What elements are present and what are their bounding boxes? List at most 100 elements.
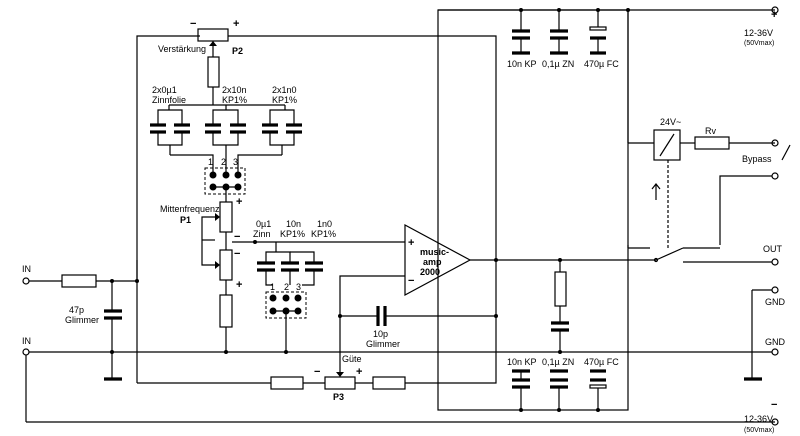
top-jumper-block (204, 167, 246, 195)
label-dec-top-0u1: 0,1µ ZN (542, 59, 574, 69)
label-supply-neg-max: (50Vmax) (744, 427, 774, 434)
output-resistor (554, 271, 567, 307)
supply-neg-terminal (771, 418, 779, 426)
label-supply-pos: 12-36V (744, 28, 773, 38)
label-zinnfolie: Zinnfolie (152, 95, 186, 105)
label-dec-top-470u: 470µ FC (584, 59, 619, 69)
p2-potentiometer (197, 28, 229, 42)
cap-pair-zinnfolie (150, 105, 190, 155)
relay-coil (653, 129, 681, 161)
label-bypass: Bypass (742, 154, 772, 164)
opamp-minus: − (408, 275, 414, 287)
label-kp1-c: KP1% (280, 229, 305, 239)
amp-label-1: music- (420, 247, 449, 257)
p1-upper-minus: − (234, 231, 240, 243)
cap-pair-1n0 (262, 105, 302, 155)
p1-wiper-arrow (215, 213, 220, 221)
bypass-wire (719, 175, 772, 245)
wire (237, 154, 282, 175)
bottom-jumper-pins (269, 294, 302, 325)
supply-pos-sign: + (771, 9, 777, 21)
in-bottom-terminal (22, 348, 30, 356)
p1-upper-element (219, 201, 233, 233)
label-p1: P1 (180, 215, 191, 225)
supply-neg-sign: − (771, 399, 777, 411)
label-relay: 24V~ (660, 117, 681, 127)
sel-top-3: 3 (233, 157, 238, 167)
label-out: OUT (763, 244, 783, 254)
label-kp1-d: KP1% (311, 229, 336, 239)
decoupling-bottom (512, 369, 607, 412)
label-p2: P2 (232, 46, 243, 56)
p2-wiper-arrow (209, 41, 217, 46)
label-gnd-2: GND (765, 337, 786, 347)
label-2x10n: 2x10n (222, 85, 247, 95)
bypass-terminal-b (771, 172, 779, 180)
label-p3: P3 (333, 392, 344, 402)
p3-right-resistor (372, 376, 406, 390)
p1-upper-plus: + (236, 196, 242, 208)
relay-arrow-head (651, 183, 661, 190)
opamp-triangle (404, 223, 472, 297)
sel-bot-3: 3 (296, 282, 301, 292)
p2-resistor (207, 56, 220, 88)
supply-pos-terminal (771, 6, 779, 14)
label-dec-top-10n: 10n KP (507, 59, 537, 69)
relay-coil-slash (659, 133, 675, 157)
p1-lower-element (219, 249, 233, 281)
label-mittenfrequenz: Mittenfrequenz (160, 204, 220, 214)
label-glimmer-10p: Glimmer (366, 339, 400, 349)
label-in-top: IN (22, 264, 31, 274)
p3-minus: − (314, 366, 320, 378)
label-supply-neg: 12-36V (744, 414, 773, 424)
switch-pivot (653, 257, 659, 263)
p2-plus: + (233, 18, 239, 30)
label-in-bottom: IN (22, 336, 31, 346)
label-kp1-a: KP1% (222, 95, 247, 105)
amp-label-3: 2000 (420, 267, 440, 277)
p3-plus: + (356, 366, 362, 378)
label-2x1n0: 2x1n0 (272, 85, 297, 95)
p3-potentiometer (324, 376, 356, 390)
label-2x0u1: 2x0µ1 (152, 85, 177, 95)
label-10n: 10n (286, 219, 301, 229)
switch-blade (655, 247, 684, 261)
p2-minus: − (190, 18, 196, 30)
out-terminal (771, 258, 779, 266)
label-dec-bot-470u: 470µ FC (584, 357, 619, 367)
label-dec-bot-0u1: 0,1µ ZN (542, 357, 574, 367)
label-0u1: 0µ1 (256, 219, 271, 229)
bypass-terminal-a (771, 139, 779, 147)
label-supply-pos-max: (50Vmax) (744, 40, 774, 47)
label-47p: 47p (69, 305, 84, 315)
opamp-inv-feedback (339, 275, 405, 372)
p1-wiper-arrow (215, 261, 220, 269)
lower-cap-bank (257, 242, 323, 286)
p3-wiper-arrow (336, 372, 344, 377)
label-verstaerkung: Verstärkung (158, 44, 206, 54)
decoupling-top (512, 8, 630, 55)
label-dec-bot-10n: 10n KP (507, 357, 537, 367)
opamp-plus: + (408, 237, 414, 249)
amp-label-2: amp (423, 257, 442, 267)
label-zinn: Zinn (253, 229, 271, 239)
in-top-terminal (22, 277, 30, 285)
sel-top-1: 1 (208, 157, 213, 167)
label-glimmer-47p: Glimmer (65, 315, 99, 325)
p1-gang-link (201, 216, 215, 266)
p1-lower-minus: − (234, 248, 240, 260)
label-10p: 10p (373, 329, 388, 339)
sel-bot-2: 2 (284, 282, 289, 292)
sel-top-2: 2 (221, 157, 226, 167)
rv-resistor (694, 136, 730, 150)
bypass-switch-arm (781, 144, 791, 161)
input-resistor (61, 274, 97, 288)
cap-pair-10n (205, 105, 246, 155)
label-guete: Güte (342, 354, 362, 364)
p1-series-resistor (219, 294, 233, 328)
p3-left-resistor (270, 376, 304, 390)
supply-box (437, 9, 629, 411)
label-rv: Rv (705, 126, 716, 136)
gnd-terminal-1 (771, 286, 779, 294)
